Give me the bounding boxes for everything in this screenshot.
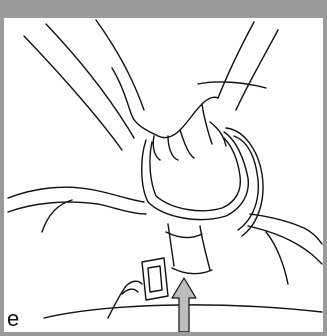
left-side-band	[8, 187, 144, 202]
left-shoulder-strap	[96, 20, 144, 110]
harness-pad-outer	[142, 132, 249, 220]
harness-pad-inner	[150, 138, 240, 211]
buckle-icon	[142, 258, 168, 300]
crotch-strap	[168, 224, 210, 270]
left-back-strap-edge	[46, 24, 134, 138]
left-body-contour	[42, 200, 72, 232]
left-side-band-lower	[8, 202, 146, 214]
right-back-strap	[218, 22, 254, 98]
lower-hand	[108, 281, 142, 318]
lower-hand-thumb	[122, 289, 138, 294]
crotch-strap-top	[166, 232, 202, 238]
harness-illustration	[4, 18, 323, 332]
crotch-strap-bottom	[172, 268, 212, 274]
right-shoulder-line	[198, 82, 266, 88]
upper-hand-thumb	[210, 122, 226, 146]
right-back-strap-edge	[236, 30, 278, 110]
right-body-contour	[266, 232, 288, 284]
step-label: e	[7, 308, 19, 330]
upper-hand-fingers	[153, 104, 212, 160]
